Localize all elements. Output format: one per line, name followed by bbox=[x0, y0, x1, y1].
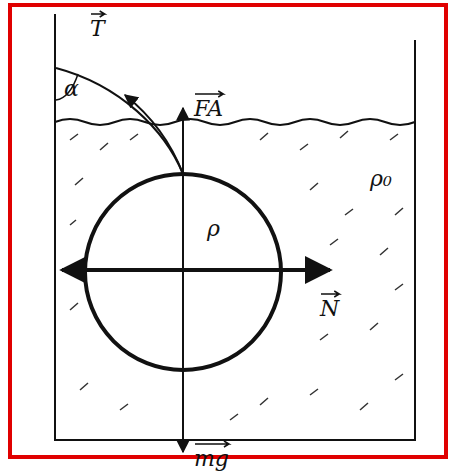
gravity-arrow bbox=[182, 272, 184, 452]
force-label: mg bbox=[192, 448, 231, 470]
normal-arrow bbox=[183, 268, 330, 272]
water-surface bbox=[55, 119, 415, 125]
force-label: α bbox=[62, 78, 81, 100]
vector-arrow bbox=[195, 91, 223, 97]
liquid-hatching bbox=[70, 131, 403, 420]
thread bbox=[56, 68, 183, 174]
wall-force-arrow bbox=[62, 268, 183, 272]
force-label: T bbox=[88, 18, 107, 40]
force-label: N bbox=[318, 298, 341, 320]
frame bbox=[10, 5, 446, 457]
force-label: ρ bbox=[205, 218, 222, 240]
container bbox=[55, 14, 415, 440]
tension-arrow bbox=[125, 95, 183, 174]
vector-arrow bbox=[91, 11, 105, 17]
buoyancy-arrow bbox=[182, 108, 184, 272]
vector-arrow bbox=[321, 291, 339, 297]
force-label: FA bbox=[192, 98, 225, 120]
force-label: ρ₀ bbox=[368, 168, 394, 190]
vector-arrow bbox=[195, 441, 229, 447]
